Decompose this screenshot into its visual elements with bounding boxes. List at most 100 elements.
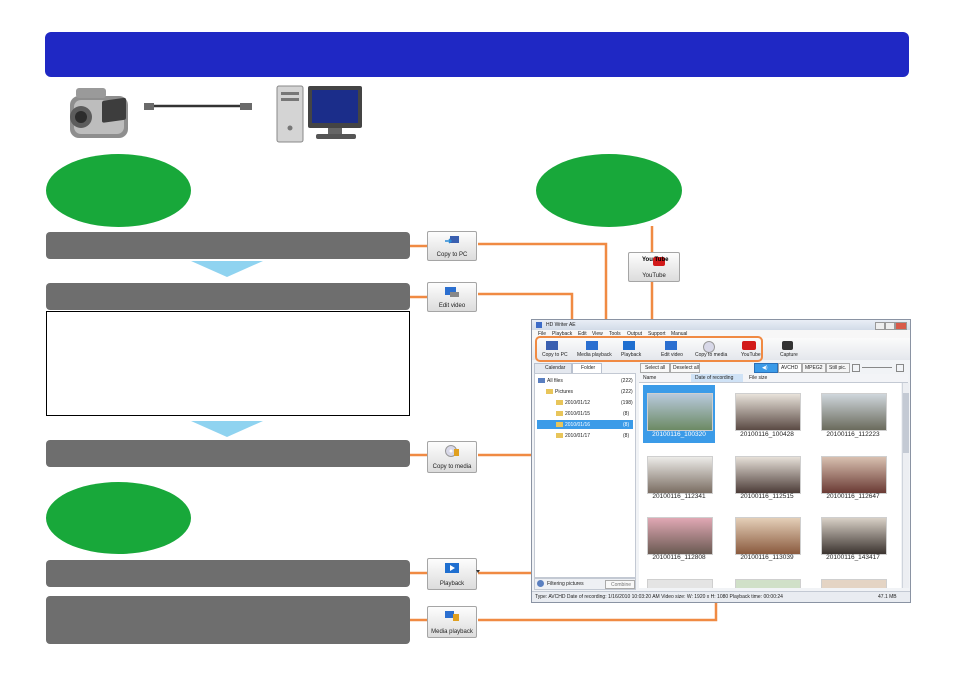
playback-dropdown-icon[interactable]	[476, 570, 480, 573]
down-arrow-1	[191, 261, 263, 277]
usb-cable-icon	[144, 103, 252, 110]
menu-edit[interactable]: Edit	[578, 331, 587, 337]
large-view-icon[interactable]	[896, 364, 904, 372]
video-thumbnail[interactable]	[735, 579, 801, 588]
menu-playback[interactable]: Playback	[552, 331, 573, 337]
video-thumbnail[interactable]	[821, 456, 887, 494]
tree-folder[interactable]: 2010/01/15	[565, 411, 591, 417]
tree-selected-row[interactable]	[537, 420, 633, 429]
select-all-button[interactable]: Select all	[640, 363, 670, 373]
upload-section-oval	[536, 154, 682, 227]
zoom-slider[interactable]	[862, 367, 892, 368]
tree-folder[interactable]: 2010/01/17	[565, 433, 591, 439]
video-thumbnail[interactable]	[735, 456, 801, 494]
back-button[interactable]: ◀)	[754, 363, 778, 373]
menu-view[interactable]: View	[592, 331, 603, 337]
tower-pc-icon	[276, 85, 304, 143]
tab-mpeg2[interactable]: MPEG2	[802, 363, 826, 373]
scrollbar-thumb[interactable]	[903, 393, 909, 453]
sort-by-name[interactable]: Name	[643, 375, 657, 381]
title-bar	[45, 32, 909, 77]
window-titlebar: HD Writer AE	[532, 320, 910, 330]
copy-section-oval	[46, 154, 191, 227]
toolbar-youtube-icon[interactable]	[742, 341, 756, 350]
toolbar-media-playback-icon[interactable]	[586, 341, 598, 350]
media-playback-button[interactable]: Media playback	[427, 606, 477, 638]
playback-button[interactable]: Playback	[427, 558, 477, 590]
monitor-icon	[308, 86, 362, 139]
folder-icon	[556, 411, 563, 416]
tab-avchd[interactable]: AVCHD	[778, 363, 802, 373]
deselect-all-button[interactable]: Deselect all	[670, 363, 700, 373]
folder-icon	[556, 433, 563, 438]
video-thumbnail[interactable]	[821, 579, 887, 588]
toolbar-disc-icon[interactable]	[703, 341, 715, 353]
video-thumbnail[interactable]	[647, 456, 713, 494]
combine-button[interactable]: Combine	[605, 580, 635, 589]
vertical-scrollbar[interactable]	[902, 383, 909, 588]
toolbar-copy-to-pc-icon[interactable]	[546, 341, 558, 350]
folder-icon	[556, 400, 563, 405]
folder-icon	[546, 389, 553, 394]
status-bar: Type: AVCHD Date of recording: 1/16/2010…	[532, 591, 910, 602]
tree-folder[interactable]: 2010/01/16	[565, 422, 591, 428]
video-thumbnail[interactable]	[735, 517, 801, 555]
folder-icon	[556, 422, 563, 427]
edit-video-icon	[445, 287, 459, 297]
filter-icon[interactable]	[537, 580, 544, 587]
step-bar-copy-to-pc	[46, 232, 410, 259]
edit-description-box	[46, 311, 410, 416]
small-view-icon[interactable]	[852, 364, 860, 372]
copy-to-media-button[interactable]: Copy to media	[427, 441, 477, 473]
tab-still-pic[interactable]: Still pic.	[826, 363, 850, 373]
step-bar-playback	[46, 560, 410, 587]
tree-folder[interactable]: 2010/01/12	[565, 400, 591, 406]
column-header: Name Date of recording File size	[639, 374, 908, 383]
filter-bar: Filtering pictures Combine	[534, 578, 636, 590]
toolbar-play-icon[interactable]	[623, 341, 635, 350]
copy-to-pc-button[interactable]: Copy to PC	[427, 231, 477, 261]
toolbar-highlight	[535, 336, 763, 362]
menu-tools[interactable]: Tools	[609, 331, 621, 337]
down-arrow-2	[191, 421, 263, 437]
app-icon	[536, 322, 542, 328]
video-thumbnail[interactable]	[647, 517, 713, 555]
step-bar-copy-to-media	[46, 440, 410, 467]
step-bar-media-playback	[46, 596, 410, 644]
playback-section-oval	[46, 482, 191, 554]
maximize-button[interactable]	[885, 322, 895, 330]
menu-manual[interactable]: Manual	[671, 331, 688, 337]
toolbar-edit-video-icon[interactable]	[665, 341, 677, 350]
menu-file[interactable]: File	[538, 331, 547, 337]
video-thumbnail[interactable]	[821, 393, 887, 431]
main-toolbar: Copy to PC Media playback Playback Edit …	[532, 338, 910, 360]
all-files-icon	[538, 378, 545, 383]
minimize-button[interactable]	[875, 322, 885, 330]
youtube-logo-icon	[653, 257, 665, 266]
sort-by-size[interactable]: File size	[749, 375, 768, 381]
copy-to-pc-icon	[445, 236, 459, 244]
tree-pictures[interactable]: Pictures	[555, 389, 574, 395]
tree-all-files[interactable]: All files	[547, 378, 563, 384]
menu-support[interactable]: Support	[648, 331, 666, 337]
hd-writer-window: HD Writer AE File Playback Edit View Too…	[531, 319, 911, 603]
toolbar-camera-icon[interactable]	[782, 341, 793, 350]
menu-bar: File Playback Edit View Tools Output Sup…	[532, 330, 910, 338]
disc-icon	[445, 445, 459, 457]
video-thumbnail[interactable]	[647, 393, 713, 431]
sort-date-active[interactable]	[691, 374, 743, 382]
video-thumbnail[interactable]	[647, 579, 713, 588]
play-icon	[445, 563, 459, 573]
video-thumbnail[interactable]	[821, 517, 887, 555]
step-bar-edit-video	[46, 283, 410, 310]
video-thumbnail[interactable]	[735, 393, 801, 431]
close-button[interactable]	[895, 322, 907, 330]
media-playback-icon	[445, 611, 459, 621]
youtube-button[interactable]: You Tube YouTube	[628, 252, 680, 282]
sort-by-date[interactable]: Date of recording	[695, 375, 734, 381]
thumbnail-grid: 20100116_100320 20100116_100428 20100116…	[639, 383, 901, 588]
folder-tree: All files (222) Pictures (222) 2010/01/1…	[534, 373, 636, 578]
menu-output[interactable]: Output	[627, 331, 643, 337]
edit-video-button[interactable]: Edit video	[427, 282, 477, 312]
camcorder-icon	[70, 88, 128, 138]
